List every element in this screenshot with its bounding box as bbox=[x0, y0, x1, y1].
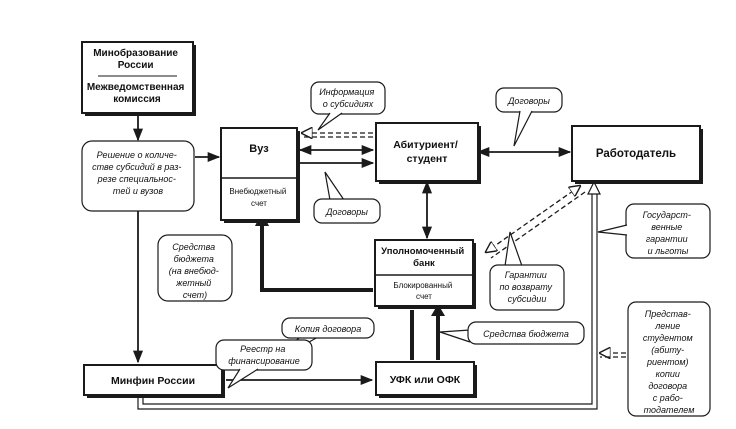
contract-copy-label: Копия договора bbox=[295, 324, 361, 334]
node-employer: Работодатель bbox=[571, 125, 703, 184]
minfin-title: Минфин России bbox=[111, 375, 195, 387]
svg-text:Решение о количе- стве с: Решение о количе- стве субсидий в раз- р… bbox=[92, 150, 184, 196]
abit-title-1: Абитуриент/ bbox=[393, 139, 458, 151]
callout-decision: Решение о количе- стве субсидий в раз- р… bbox=[81, 140, 195, 212]
callout-contracts-top: Договоры bbox=[495, 87, 563, 147]
register-1: Реестр на bbox=[240, 344, 285, 354]
vuz-title: Вуз bbox=[249, 143, 269, 155]
node-abiturient: Абитуриент/ студент bbox=[375, 122, 481, 184]
svg-text:Блокированный счет: Блокированный счет bbox=[393, 281, 454, 301]
svg-text:Реестр на финансирование: Реестр на финансирование bbox=[228, 344, 299, 366]
svg-text:Гарантии по возврату: Гарантии по возврату субсидии bbox=[499, 270, 554, 304]
vuz-subtitle-2: счет bbox=[251, 199, 267, 208]
node-minfin: Минфин России bbox=[83, 364, 225, 398]
callout-subsidy-info: Информация о субсидиях bbox=[310, 81, 386, 131]
svg-text:Государст- венные: Государст- венные гарантии и льготы bbox=[643, 210, 694, 256]
svg-text:Абитуриент/ студент: Абитуриент/ студент bbox=[393, 139, 461, 165]
node-ufk: УФК или ОФК bbox=[375, 361, 477, 398]
contracts-top-label: Договоры bbox=[507, 96, 550, 106]
bank-title-1: Уполномоченный bbox=[381, 246, 464, 257]
contracts-mid-label: Договоры bbox=[325, 207, 368, 217]
employer-title: Работодатель bbox=[596, 148, 676, 160]
node-bank: Уполномоченный банк Блокированный счет bbox=[374, 239, 476, 309]
callout-register: Реестр на финансирование bbox=[215, 339, 313, 389]
svg-text:Представ- ление ст: Представ- ление студентом (абиту- риенто… bbox=[643, 309, 695, 415]
callout-contracts-mid: Договоры bbox=[313, 171, 381, 224]
minobr-subtitle-1: Межведомственная bbox=[87, 82, 185, 93]
vuz-subtitle-1: Внебюджетный bbox=[229, 187, 286, 196]
register-2: финансирование bbox=[228, 356, 299, 366]
budget-funds-2-label: Средства бюджета bbox=[483, 329, 569, 339]
svg-text:Средства бюджета (: Средства бюджета (на внебюд- жетный счет… bbox=[169, 242, 221, 300]
bank-subtitle-1: Блокированный bbox=[393, 281, 452, 290]
ufk-title: УФК или ОФК bbox=[390, 374, 461, 386]
callout-state-guarantees: Государст- венные гарантии и льготы bbox=[597, 203, 711, 259]
svg-text:Уполномоченный банк: Уполномоченный банк bbox=[381, 246, 467, 269]
abit-title-2: студент bbox=[407, 153, 448, 165]
svg-text:Минобразование России: Минобразование России Межведомственная к… bbox=[87, 47, 187, 105]
subsidy-info-2: о субсидиях bbox=[323, 99, 374, 109]
bank-subtitle-2: счет bbox=[416, 292, 432, 301]
svg-text:Информация о субсидиях: Информация о субсидиях bbox=[319, 87, 377, 109]
callout-budget-funds-2: Средства бюджета bbox=[439, 321, 585, 345]
minobr-subtitle-2: комиссия bbox=[113, 94, 161, 105]
node-minobr: Минобразование России Межведомственная к… bbox=[81, 41, 196, 116]
node-vuz: Вуз Внебюджетный счет bbox=[220, 127, 300, 223]
callout-budget-funds: Средства бюджета (на внебюд- жетный счет… bbox=[157, 234, 233, 302]
svg-text:Внебюджетный счет: Внебюджетный счет bbox=[229, 187, 288, 208]
callout-guarantees-return: Гарантии по возврату субсидии bbox=[489, 231, 565, 311]
minobr-title-2: России bbox=[118, 60, 154, 71]
minobr-title-1: Минобразование bbox=[93, 47, 178, 59]
bank-title-2: банк bbox=[413, 258, 435, 269]
callout-presentation: Представ- ление студентом (абиту- риенто… bbox=[627, 301, 711, 417]
subsidy-info-1: Информация bbox=[319, 87, 374, 97]
